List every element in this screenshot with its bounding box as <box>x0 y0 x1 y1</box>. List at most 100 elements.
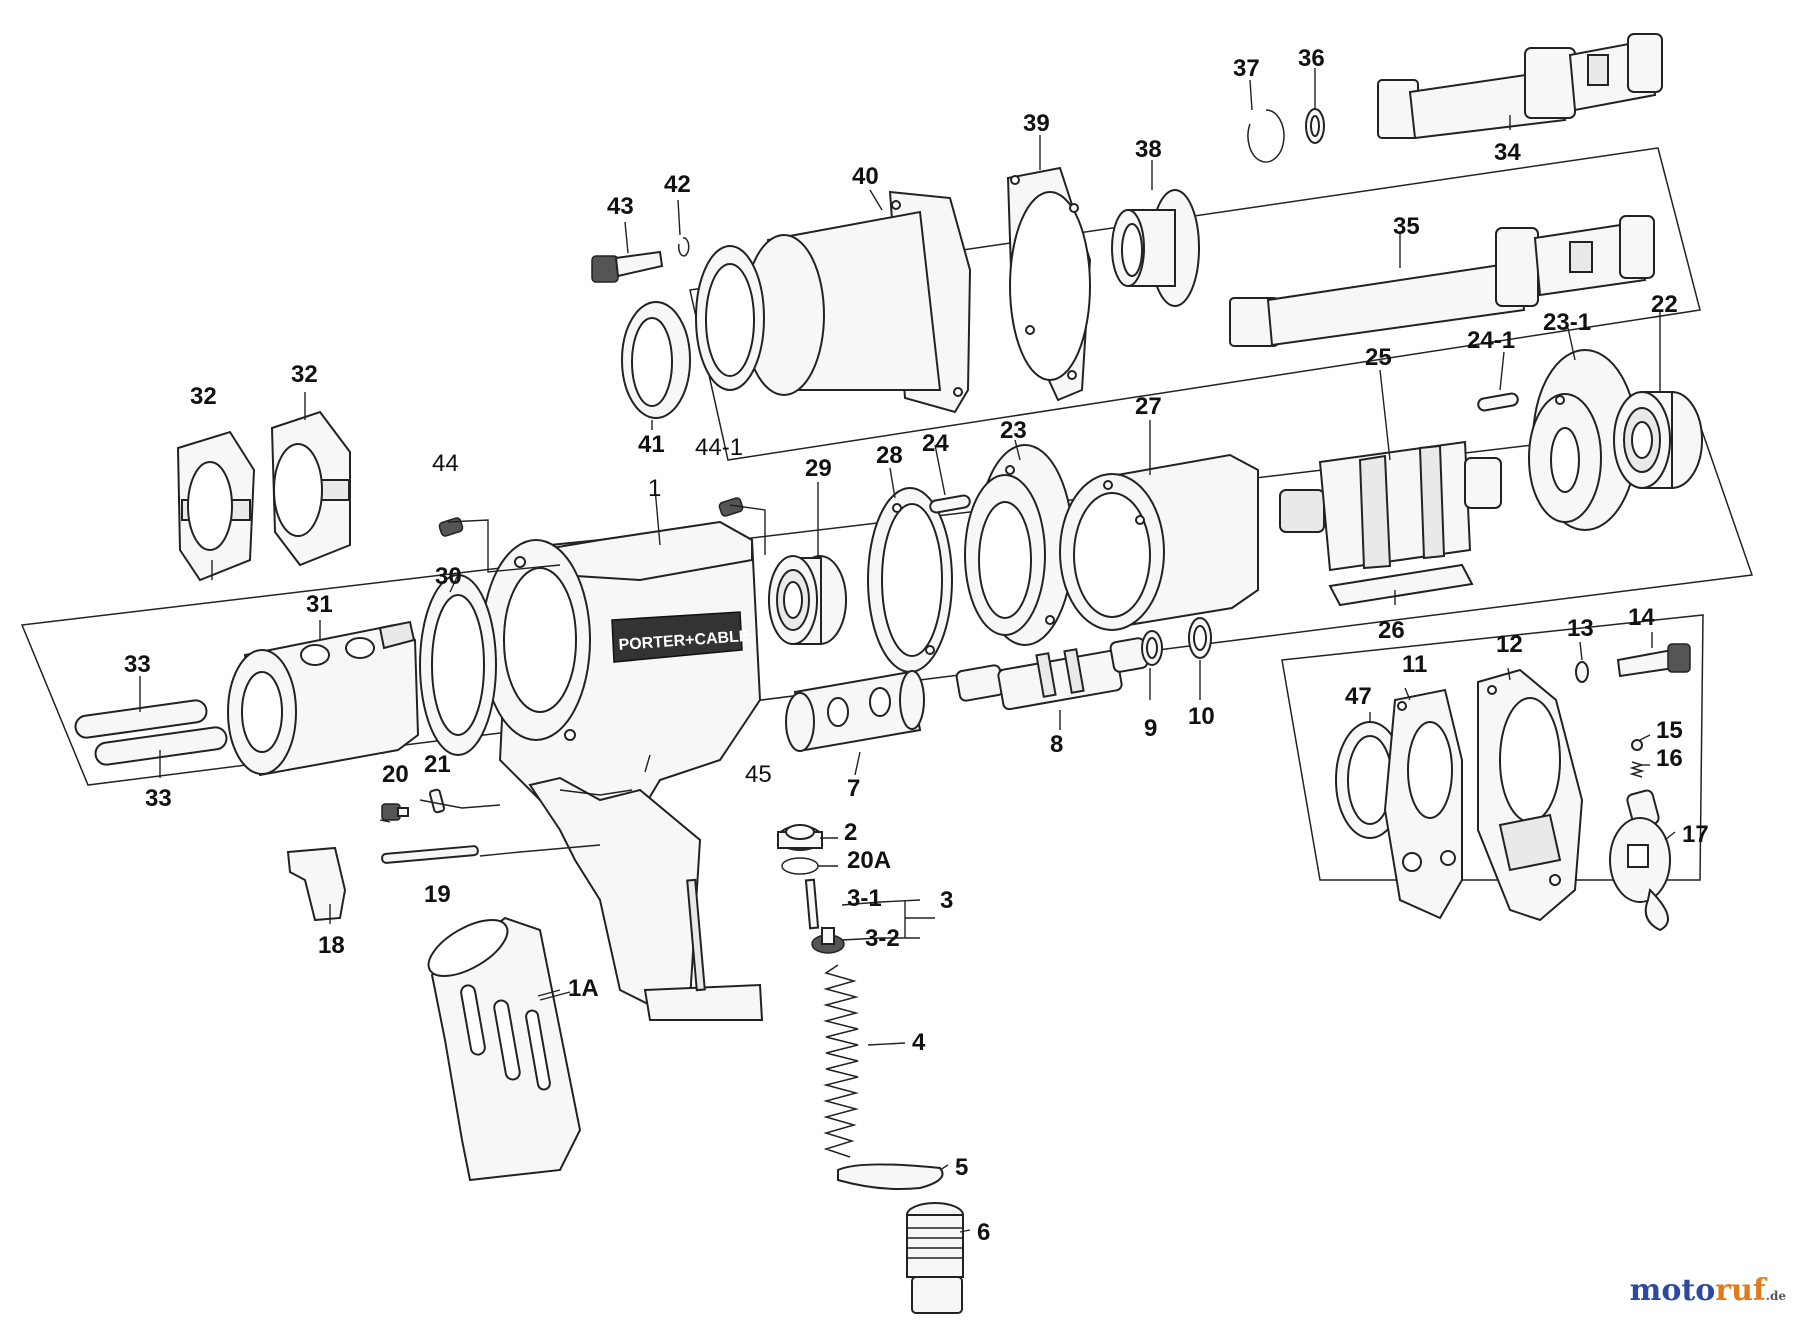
part-38-bushing <box>1111 189 1200 307</box>
label-24-1: 24-1 <box>1467 327 1515 354</box>
part-9-o-ring <box>1141 630 1163 666</box>
label-19: 19 <box>424 881 451 908</box>
part-16-spring <box>1629 761 1645 778</box>
label-10: 10 <box>1188 703 1215 730</box>
part-37-snap-ring <box>1247 109 1285 163</box>
part-10-washer <box>1188 617 1212 659</box>
label-32b: 32 <box>291 361 318 388</box>
part-32-hammer-right <box>270 410 351 567</box>
label-1: 1 <box>648 475 661 502</box>
part-7-valve-sleeve <box>785 670 925 752</box>
part-17-reverse-knob <box>1609 789 1671 932</box>
part-13-lock-washer <box>1575 661 1589 683</box>
part-34-anvil <box>1377 33 1663 140</box>
part-43-bolt <box>591 250 664 283</box>
part-27-cylinder <box>1059 453 1259 631</box>
label-23-1: 23-1 <box>1543 309 1591 336</box>
label-11: 11 <box>1402 651 1427 678</box>
label-44: 44 <box>432 450 459 477</box>
part-24-dowel-pin <box>929 494 971 514</box>
part-44-set-screw <box>438 517 464 537</box>
label-27: 27 <box>1135 393 1162 420</box>
label-1A: 1A <box>568 975 599 1002</box>
label-24: 24 <box>922 430 949 457</box>
label-39: 39 <box>1023 110 1050 137</box>
part-1-motor-housing <box>481 520 764 1021</box>
label-28: 28 <box>876 442 903 469</box>
label-41: 41 <box>638 431 665 458</box>
part-14-bolt <box>1616 643 1691 678</box>
part-26-rotor-blade <box>1328 563 1474 607</box>
label-5: 5 <box>955 1154 968 1181</box>
part-35-anvil <box>1229 215 1655 347</box>
part-4-valve-spring <box>823 964 859 1158</box>
label-13: 13 <box>1567 615 1594 642</box>
part-3-1-throttle-valve-pin <box>804 878 820 930</box>
part-2-valve-cap <box>777 824 823 851</box>
label-38: 38 <box>1135 136 1162 163</box>
label-15: 15 <box>1656 717 1683 744</box>
label-36: 36 <box>1298 45 1325 72</box>
label-33a: 33 <box>124 651 151 678</box>
label-44-1: 44-1 <box>695 434 743 461</box>
label-35: 35 <box>1393 213 1420 240</box>
label-45: 45 <box>745 761 772 788</box>
part-12-rear-cover <box>1477 668 1584 922</box>
part-28-end-plate <box>867 487 953 673</box>
label-18: 18 <box>318 932 345 959</box>
label-9: 9 <box>1144 715 1157 742</box>
label-25: 25 <box>1365 344 1392 371</box>
label-22: 22 <box>1651 291 1678 318</box>
label-37: 37 <box>1233 55 1260 82</box>
label-17: 17 <box>1682 821 1709 848</box>
rear-cover-outline <box>1281 614 1704 881</box>
brand-plate: PORTER+CABLE <box>611 611 750 663</box>
label-8: 8 <box>1050 731 1063 758</box>
label-33b: 33 <box>145 785 172 812</box>
label-26: 26 <box>1378 617 1405 644</box>
label-29: 29 <box>805 455 832 482</box>
leader-lines <box>139 68 1676 1233</box>
label-7: 7 <box>847 775 860 802</box>
part-number-labels: 36 37 34 39 38 40 42 43 35 41 25 24-1 23… <box>124 45 1709 1246</box>
part-41-seal <box>621 301 691 419</box>
part-23-front-end-plate <box>964 444 1074 646</box>
label-20A: 20A <box>847 847 891 874</box>
label-2: 2 <box>844 819 857 846</box>
part-6-air-inlet <box>906 1202 964 1314</box>
part-18-trigger <box>286 846 347 922</box>
label-21: 21 <box>424 751 451 778</box>
rear-assembly-outline <box>689 147 1701 461</box>
watermark-tld: .de <box>1765 1289 1786 1303</box>
watermark-name-a: moto <box>1629 1273 1716 1308</box>
part-44-1-set-screw <box>718 497 744 517</box>
label-6: 6 <box>977 1219 990 1246</box>
label-34: 34 <box>1494 139 1521 166</box>
part-1A-grip <box>427 916 582 1182</box>
part-39-gasket <box>1006 166 1092 402</box>
label-40: 40 <box>852 163 879 190</box>
label-3-1: 3-1 <box>847 885 882 912</box>
part-21-spring-pin <box>428 788 446 814</box>
watermark-name-b: ruf <box>1715 1273 1766 1308</box>
label-43: 43 <box>607 193 634 220</box>
part-5-screen <box>837 1163 944 1190</box>
part-25-rotor <box>1279 440 1502 572</box>
part-19-trigger-pin <box>381 845 479 864</box>
label-3-2: 3-2 <box>865 925 900 952</box>
part-20-screw <box>381 803 409 821</box>
label-3: 3 <box>940 887 953 914</box>
part-42-retaining-ring <box>677 237 690 257</box>
part-30-washer <box>419 574 497 756</box>
label-32a: 32 <box>190 383 217 410</box>
part-32-hammer-left <box>176 430 256 582</box>
part-22-bearing <box>1613 391 1703 489</box>
part-11-gasket <box>1383 688 1463 920</box>
part-20A-o-ring <box>781 857 819 875</box>
part-23-1-rear-end-plate <box>1528 349 1638 531</box>
part-3-2-throttle-valve <box>811 927 845 954</box>
part-33-pin-lower <box>94 726 228 766</box>
label-16: 16 <box>1656 745 1683 772</box>
label-23: 23 <box>1000 417 1027 444</box>
